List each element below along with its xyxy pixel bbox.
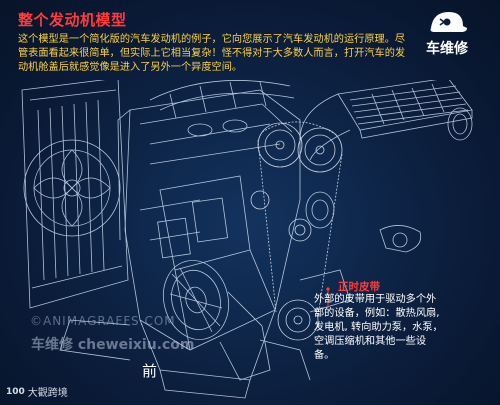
timing-belt <box>250 121 343 341</box>
callout-title: 正时皮带 <box>338 281 380 293</box>
watermark-site: 车维修 cheweixiu.com <box>31 337 195 353</box>
source-logo: 100 大觀跨境 <box>6 384 68 400</box>
source-logo-mark: 100 <box>6 386 25 397</box>
intake-manifold <box>149 80 295 137</box>
watermark-credit: ©ANIMAGRAFFS.COM <box>30 314 176 328</box>
source-logo-name: 大觀跨境 <box>27 388 68 399</box>
engine-wireframe-diagram <box>21 80 473 399</box>
crankshaft-pulley <box>163 260 271 381</box>
alternator <box>259 191 422 381</box>
page-title: 整个发动机模型 <box>18 11 127 29</box>
cap-icon <box>430 12 467 32</box>
air-filter-box <box>299 80 473 161</box>
radiator <box>21 80 129 309</box>
callout-body: 外部的皮带用于驱动多个外部的设备，例如：散热风扇, 发电机, 转向助力泵，水泵，… <box>314 294 443 361</box>
intro-paragraph: 这个模型是一个简化版的汽车发动机的例子，它向您展示了汽车发动机的运行原理。尽管表… <box>18 34 406 73</box>
brand-name: 车维修 <box>426 41 468 57</box>
front-direction-label: 前 <box>142 362 158 380</box>
oil-pan <box>59 309 276 399</box>
brand-badge: 车维修 <box>408 8 486 64</box>
engine-block <box>117 89 301 351</box>
